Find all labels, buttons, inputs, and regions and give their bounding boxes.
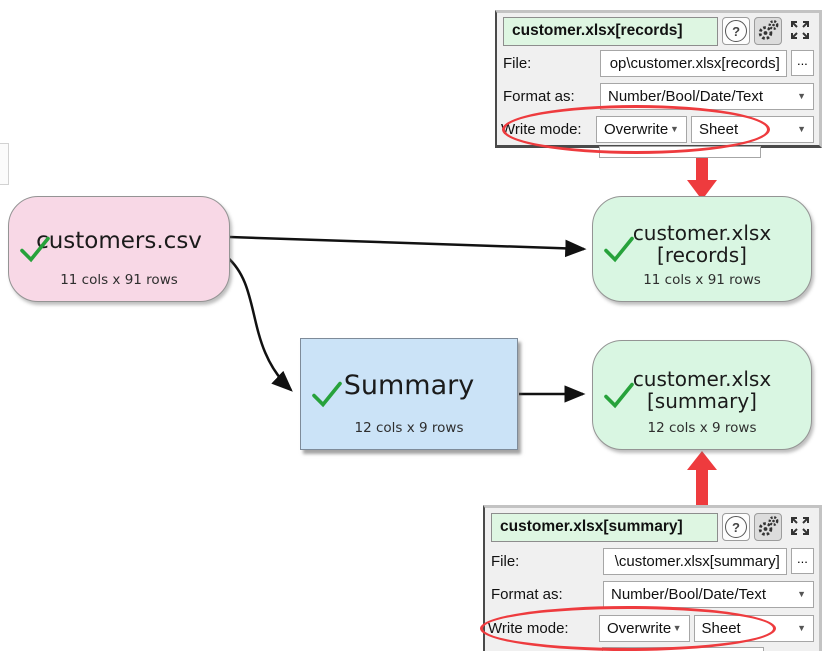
- node-customer-xlsx-records[interactable]: customer.xlsx [records] 11 cols x 91 row…: [592, 196, 812, 302]
- help-button[interactable]: ?: [721, 513, 750, 541]
- sheet-mode-select[interactable]: Sheet ▼: [690, 115, 814, 143]
- summary-output-panel: customer.xlsx[summary] ?: [483, 505, 822, 651]
- expand-button[interactable]: [786, 513, 814, 541]
- node-customer-xlsx-summary[interactable]: customer.xlsx [summary] 12 cols x 9 rows: [592, 340, 812, 450]
- sheet-mode-value: Sheet: [701, 619, 741, 637]
- file-path-value: \customer.xlsx[summary]: [614, 552, 780, 570]
- chevron-down-icon: ▼: [670, 124, 679, 134]
- node-title: customer.xlsx: [632, 367, 772, 391]
- node-customers-csv[interactable]: customers.csv 11 cols x 91 rows: [8, 196, 230, 302]
- success-check-icon: [603, 236, 635, 268]
- connector-source-to-records: [229, 235, 587, 258]
- sheet-mode-select[interactable]: Sheet ▼: [693, 614, 814, 642]
- format-as-select[interactable]: Number/Bool/Date/Text ▼: [603, 580, 814, 608]
- file-label: File:: [491, 552, 520, 570]
- expand-arrows-icon: [789, 19, 811, 44]
- clipped-row: [599, 146, 761, 158]
- gears-icon: [756, 514, 780, 541]
- browse-button[interactable]: ...: [790, 50, 814, 76]
- chevron-down-icon: ▼: [797, 623, 806, 633]
- clipped-row: [602, 647, 764, 651]
- node-title: customers.csv: [36, 228, 202, 255]
- records-output-panel: customer.xlsx[records] ?: [495, 10, 822, 158]
- node-subtitle: [records]: [657, 243, 747, 267]
- gears-icon: [756, 18, 780, 45]
- node-stats: 12 cols x 9 rows: [647, 420, 757, 436]
- expand-arrows-icon: [789, 515, 811, 540]
- node-subtitle: [summary]: [647, 389, 757, 413]
- help-icon: ?: [724, 516, 747, 538]
- write-mode-select[interactable]: Overwrite ▼: [596, 115, 687, 143]
- file-input[interactable]: \customer.xlsx[summary]: [603, 547, 787, 575]
- node-summary-transform[interactable]: Summary 12 cols x 9 rows: [300, 338, 518, 450]
- format-as-select[interactable]: Number/Bool/Date/Text ▼: [600, 82, 814, 110]
- node-title: customer.xlsx: [632, 221, 772, 245]
- node-stats: 11 cols x 91 rows: [643, 272, 761, 288]
- help-button[interactable]: ?: [722, 17, 751, 45]
- file-input[interactable]: op\customer.xlsx[records]: [600, 49, 787, 77]
- settings-button[interactable]: [754, 17, 783, 45]
- write-mode-select[interactable]: Overwrite ▼: [599, 614, 690, 642]
- chevron-down-icon: ▼: [797, 124, 806, 134]
- format-as-value: Number/Bool/Date/Text: [611, 585, 767, 603]
- panel-title: customer.xlsx[summary]: [491, 512, 718, 542]
- chevron-down-icon: ▼: [672, 623, 682, 633]
- success-check-icon: [603, 382, 635, 414]
- format-as-label: Format as:: [491, 585, 563, 603]
- format-as-value: Number/Bool/Date/Text: [608, 87, 764, 105]
- write-mode-value: Overwrite: [607, 619, 672, 637]
- write-mode-label: Write mode:: [488, 619, 569, 637]
- node-stats: 11 cols x 91 rows: [60, 272, 178, 288]
- settings-button[interactable]: [753, 513, 782, 541]
- clipped-panel-edge: [0, 143, 9, 185]
- write-mode-value: Overwrite: [604, 120, 669, 138]
- help-icon: ?: [725, 20, 748, 42]
- sheet-mode-value: Sheet: [698, 120, 739, 138]
- expand-button[interactable]: [786, 17, 814, 45]
- chevron-down-icon: ▼: [797, 589, 806, 599]
- success-check-icon: [19, 236, 51, 268]
- chevron-down-icon: ▼: [797, 91, 806, 101]
- file-path-value: op\customer.xlsx[records]: [609, 54, 780, 72]
- success-check-icon: [311, 381, 343, 413]
- format-as-label: Format as:: [503, 87, 575, 105]
- connector-source-to-summary: [226, 256, 293, 392]
- node-title: Summary: [343, 370, 475, 402]
- annotation-arrow-up: [687, 451, 717, 508]
- panel-title: customer.xlsx[records]: [503, 16, 719, 46]
- node-stats: 12 cols x 9 rows: [354, 420, 464, 436]
- file-label: File:: [503, 54, 532, 72]
- browse-button[interactable]: ...: [790, 548, 814, 574]
- write-mode-label: Write mode:: [501, 120, 582, 138]
